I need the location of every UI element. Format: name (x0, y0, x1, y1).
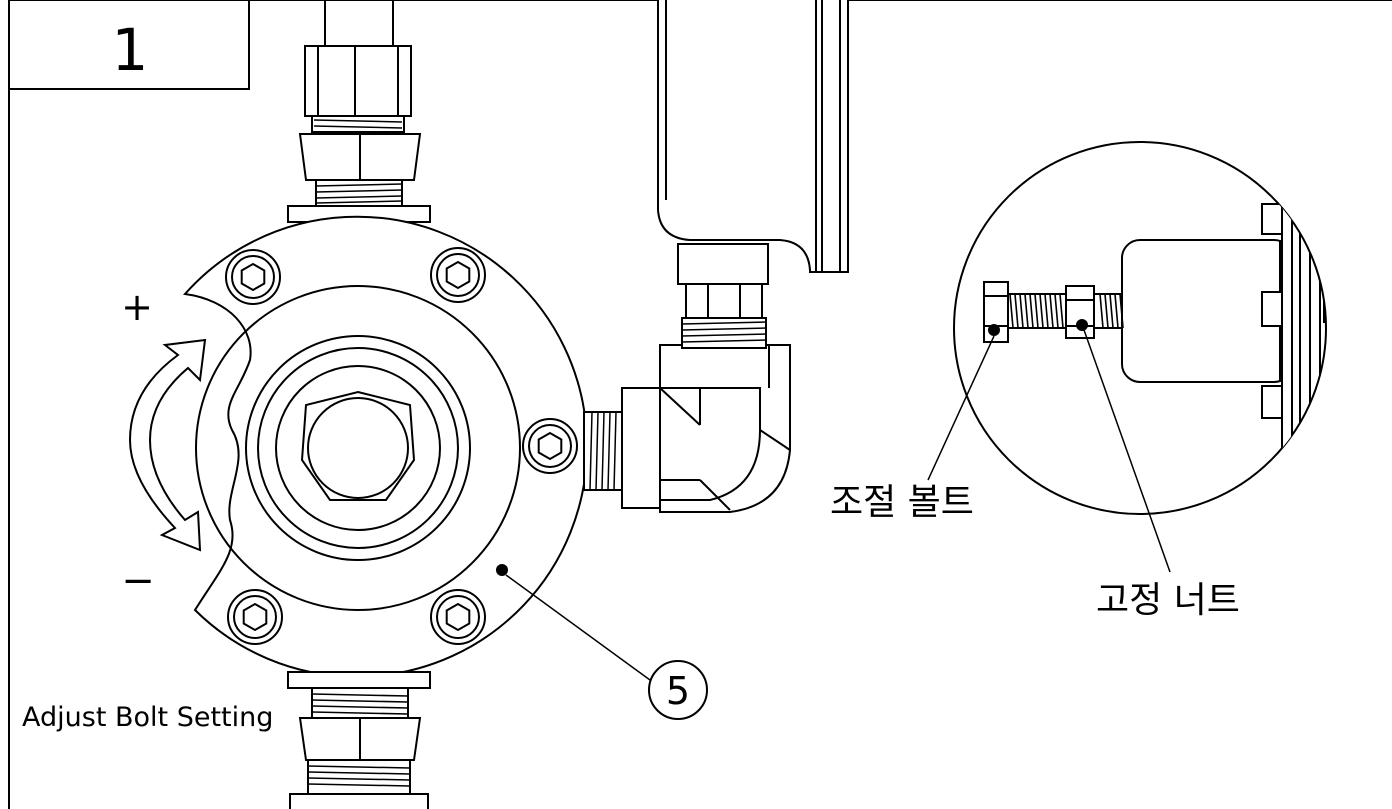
plus-sign: + (121, 285, 153, 329)
rod-thread-line (1024, 293, 1029, 329)
part-number: 5 (666, 669, 690, 713)
rod-thread-line (1059, 293, 1064, 329)
flange-bolts (225, 247, 578, 645)
rotation-arrows-icon (128, 338, 207, 552)
adjust-bolt-leader (927, 335, 995, 481)
flange-bolt (225, 249, 281, 305)
valve-inner-rings (195, 285, 521, 611)
step-number: 1 (112, 16, 149, 84)
flange-bolt (227, 589, 283, 645)
center-hex-nut (300, 390, 416, 501)
rod-thread-line (1019, 293, 1024, 329)
rod-thread-line (1114, 293, 1119, 329)
lock-nut-leader (1083, 329, 1171, 573)
detail-adjust-bolt-head (983, 281, 1009, 343)
side-thread-lines (589, 411, 617, 491)
flange-bolt (430, 589, 486, 645)
rod-thread-line (1054, 293, 1059, 329)
frame (8, 0, 1392, 809)
flange-bolt (522, 418, 578, 474)
gauge-housing (657, 0, 849, 273)
elbow-fitting (621, 344, 791, 513)
top-pipe-fitting (287, 0, 431, 223)
rod-thread-line (1099, 293, 1104, 329)
rod-thread-line (1014, 293, 1019, 329)
detail-lock-nut (1065, 285, 1095, 339)
rod-thread-line (1044, 293, 1049, 329)
minus-sign: − (121, 558, 155, 604)
rod-thread-line (1104, 293, 1109, 329)
rod-thread-line (1034, 293, 1039, 329)
elbow-top-fitting (677, 243, 769, 349)
rod-thread-line (1119, 293, 1124, 329)
flange-bolt (430, 247, 486, 303)
adjust-bolt-label: 조절 볼트 (830, 482, 974, 523)
bottom-pipe-fitting (287, 671, 431, 809)
rod-thread-line (1109, 293, 1114, 329)
lock-nut-label: 고정 너트 (1096, 580, 1240, 621)
rod-thread-line (1049, 293, 1054, 329)
elbow-thread-lines (681, 321, 767, 343)
bottom-thread-lines (307, 693, 411, 787)
part-callout: 5 (496, 564, 708, 720)
top-thread (313, 119, 403, 204)
detail-rod-threads (1009, 293, 1124, 329)
detail-view (927, 141, 1327, 573)
step-number-box: 1 (8, 0, 250, 90)
rod-thread-line (1029, 293, 1034, 329)
adjust-bolt-caption: Adjust Bolt Setting (22, 702, 273, 733)
rod-thread-line (1009, 293, 1014, 329)
rod-thread-line (1039, 293, 1044, 329)
